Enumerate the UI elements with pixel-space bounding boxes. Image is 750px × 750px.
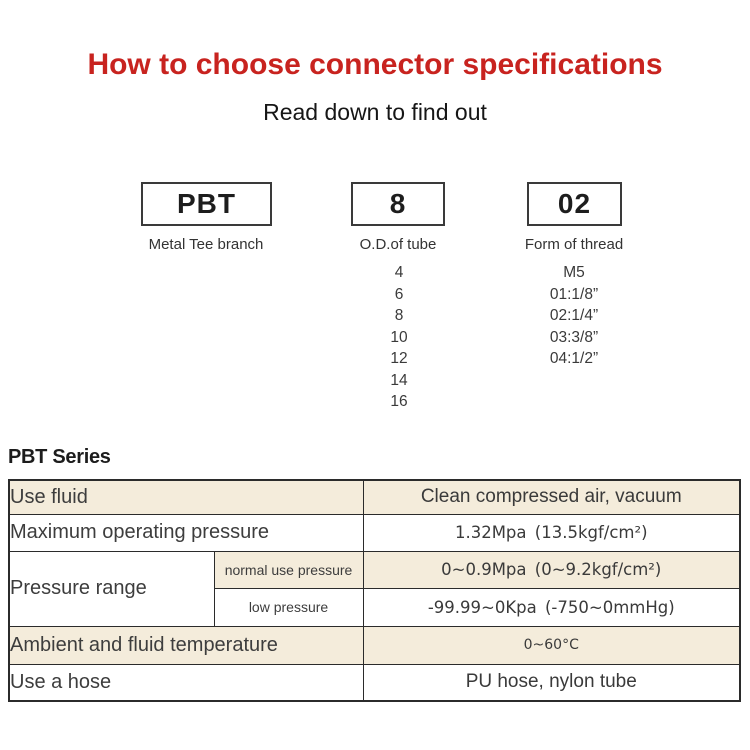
page-subtitle: Read down to find out [263,99,487,125]
table-row: Use a hose PU hose, nylon tube [8,663,741,702]
list-item: 01:1/8” [549,285,599,303]
spec-value-hose: PU hose, nylon tube [362,663,741,702]
list-item: 10 [390,328,408,346]
list-item: 04:1/2” [549,350,599,367]
table-row: Use fluid Clean compressed air, vacuum [8,479,741,515]
spec-value-use-fluid: Clean compressed air, vacuum [362,479,741,515]
table-row: Maximum operating pressure 1.32Mpa (13.5… [8,513,741,552]
caption-series: Metal Tee branch [148,236,264,253]
caption-thread: Form of thread [524,236,624,253]
model-code-box-thread: 02 [527,182,622,226]
model-code-thread: 02 [557,188,592,219]
list-item: 6 [394,285,404,303]
model-code-tube-od: 8 [389,188,407,219]
list-item: 16 [390,393,408,410]
spec-value-normal-pressure: 0~0.9Mpa (0~9.2kgf/cm²) [362,550,741,589]
model-code-box-tube-od: 8 [351,182,445,226]
spec-sublabel-low-pressure: low pressure [213,587,364,627]
spec-label-hose: Use a hose [8,663,364,702]
spec-label-use-fluid: Use fluid [8,479,364,515]
spec-label-max-pressure: Maximum operating pressure [8,513,364,552]
list-item: 03:3/8” [549,328,599,346]
caption-tube-od: O.D.of tube [359,236,437,253]
table-row: Pressure range normal use pressure 0~0.9… [8,550,741,627]
tube-od-options: 4 6 8 10 12 14 16 [349,262,449,413]
model-code-box-series: PBT [141,182,272,226]
spec-value-max-pressure: 1.32Mpa (13.5kgf/cm²) [362,513,741,552]
list-item: M5 [563,264,585,281]
table-row: Ambient and fluid temperature 0~60°C [8,625,741,665]
list-item: 02:1/4” [549,307,599,324]
thread-form-options: M5 01:1/8” 02:1/4” 03:3/8” 04:1/2” [499,262,649,370]
spec-value-temperature: 0~60°C [362,625,741,665]
list-item: 12 [390,350,408,367]
spec-table: Use fluid Clean compressed air, vacuum M… [8,479,741,702]
list-item: 4 [394,264,404,281]
list-item: 14 [390,371,408,389]
page-title: How to choose connector specifications [87,48,663,81]
spec-label-temperature: Ambient and fluid temperature [8,625,364,665]
table-row: low pressure -99.99~0Kpa (-750~0mmHg) [9,587,741,627]
series-heading: PBT Series [8,446,111,468]
list-item: 8 [394,307,404,324]
spec-value-low-pressure: -99.99~0Kpa (-750~0mmHg) [362,587,741,627]
spec-label-pressure-range: Pressure range [8,550,215,627]
model-code-series: PBT [177,188,236,219]
spec-sublabel-normal-pressure: normal use pressure [213,550,364,589]
